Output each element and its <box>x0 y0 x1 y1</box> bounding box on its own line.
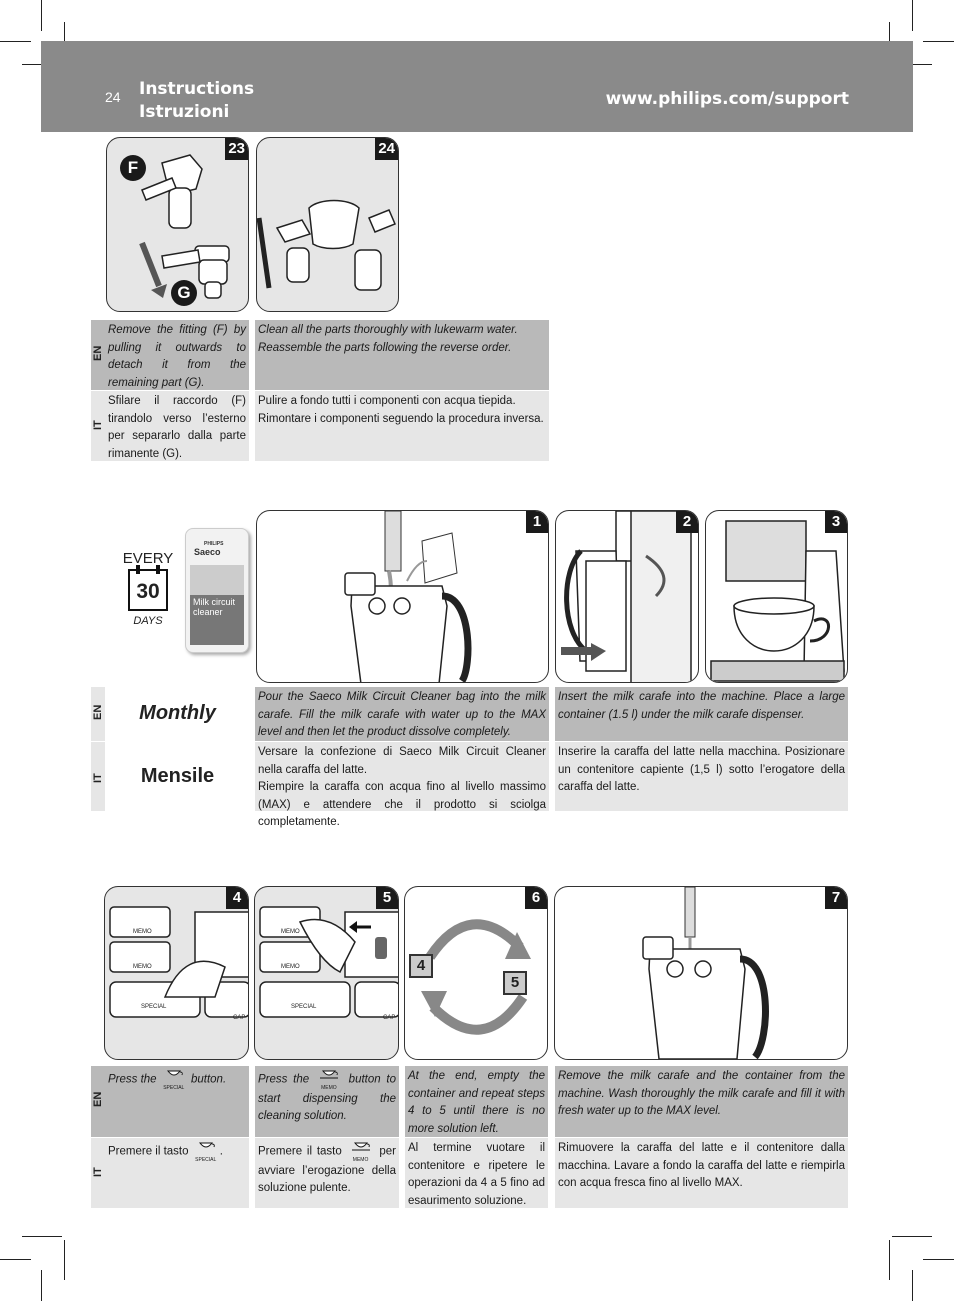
figure-number: 1 <box>526 511 548 533</box>
page-number: 24 <box>105 89 121 105</box>
figure-number: 5 <box>376 887 398 909</box>
memo-label: MEMO <box>281 964 300 970</box>
memo-button-icon: MEMO <box>317 1068 341 1091</box>
crop-mark <box>41 0 42 31</box>
parts-illustration <box>257 199 396 291</box>
figure-number: 3 <box>825 511 847 533</box>
lang-label-en: EN <box>91 320 105 390</box>
lang-label-en: EN <box>91 687 105 741</box>
step-6-text-it: Al termine vuotare il contenitore e ripe… <box>405 1138 548 1208</box>
page-header: 24 Instructions Istruzioni www.philips.c… <box>41 41 913 132</box>
special-button-icon: SPECIAL <box>194 1140 218 1163</box>
figure-5: MEMO MEMO SPECIAL CAP 5 <box>254 886 399 1060</box>
title-it: Istruzioni <box>139 102 230 122</box>
days-number: 30 <box>136 580 160 603</box>
control-panel-illustration <box>109 906 248 1018</box>
carafe-refill-illustration <box>642 887 769 1059</box>
step-23-text-en: Remove the fitting (F) by pulling it out… <box>105 320 249 390</box>
crop-mark <box>912 0 913 31</box>
repeat-loop-arrows <box>421 919 531 1035</box>
title-en: Instructions <box>139 79 255 99</box>
figure-number: 4 <box>226 887 248 909</box>
figure-number: 24 <box>375 138 398 160</box>
every-30-days-calendar: EVERY 30 DAYS <box>118 550 178 635</box>
step-23-text-it: Sfilare il raccordo (F) tirandolo verso … <box>105 391 249 461</box>
step-2-3-text-it: Inserire la caraffa del latte nella macc… <box>555 742 848 811</box>
crop-mark <box>923 1259 954 1260</box>
cap-label: CAP <box>233 1015 246 1021</box>
figure-number: 23 <box>225 138 248 160</box>
lang-label-it: IT <box>91 742 105 811</box>
figure-1: 1 <box>256 510 549 683</box>
calendar-icon: 30 <box>128 565 168 611</box>
saeco-logo: Saeco <box>194 547 221 557</box>
figure-number: 6 <box>525 887 547 909</box>
lang-label-it: IT <box>91 391 105 461</box>
memo-label: MEMO <box>133 964 152 970</box>
figure-23: 23 F G <box>106 137 249 312</box>
figure-6: 4 5 6 <box>404 886 548 1060</box>
crop-mark <box>22 1236 62 1237</box>
label-f: F <box>120 155 146 181</box>
crop-mark <box>892 1236 932 1237</box>
fitting-illustration <box>139 154 230 299</box>
step-7-text-it: Rimuovere la caraffa del latte e il cont… <box>555 1138 848 1208</box>
figure-3: 3 <box>705 510 848 683</box>
control-panel-illustration <box>259 906 398 1018</box>
container-under-dispenser-illustration <box>710 520 845 682</box>
figure-number: 2 <box>676 511 698 533</box>
crop-mark <box>912 1270 913 1301</box>
step-4-box: 4 <box>409 954 433 978</box>
step-4-text-it: Premere il tasto SPECIAL . <box>105 1138 249 1208</box>
frequency-it: Mensile <box>140 765 215 787</box>
crop-mark <box>0 41 31 42</box>
crop-mark <box>923 41 954 42</box>
crop-mark <box>0 1259 31 1260</box>
cap-label: CAP <box>383 1015 396 1021</box>
figure-number: 7 <box>825 887 847 909</box>
page-title: Instructions Istruzioni <box>139 78 254 124</box>
milk-circuit-cleaner-box: PHILIPS Saeco Milk circuit cleaner <box>185 528 249 653</box>
product-label: Milk circuit cleaner <box>190 595 244 645</box>
step-24-text-it: Pulire a fondo tutti i componenti con ac… <box>255 391 549 461</box>
lang-label-en: EN <box>91 1066 105 1137</box>
product-photo <box>190 565 244 595</box>
step-6-text-en: At the end, empty the container and repe… <box>405 1066 548 1137</box>
days-label: DAYS <box>133 615 163 627</box>
lang-label-it: IT <box>91 1138 105 1208</box>
memo-label: MEMO <box>281 929 300 935</box>
step-24-text-en: Clean all the parts thoroughly with luke… <box>255 320 549 390</box>
step-5-box: 5 <box>503 971 527 995</box>
crop-mark <box>41 1270 42 1301</box>
special-label: SPECIAL <box>141 1004 167 1010</box>
crop-mark <box>64 1240 65 1280</box>
frequency-en: Monthly <box>139 702 216 724</box>
step-2-3-text-en: Insert the milk carafe into the machine.… <box>555 687 848 741</box>
brand-name: PHILIPS <box>204 541 224 547</box>
step-5-text-it: Premere il tasto MEMO per avviare l’erog… <box>255 1138 399 1208</box>
every-label: EVERY <box>122 550 174 567</box>
special-label: SPECIAL <box>291 1004 317 1010</box>
step-1-text-en: Pour the Saeco Milk Circuit Cleaner bag … <box>255 687 549 741</box>
step-4-text-en: Press the SPECIAL button. <box>105 1066 249 1137</box>
crop-mark <box>889 1240 890 1280</box>
figure-4: MEMO MEMO SPECIAL CAP 4 <box>104 886 249 1060</box>
step-5-text-en: Press the MEMO button to start dispensin… <box>255 1066 399 1137</box>
label-g: G <box>171 280 197 306</box>
figure-24: 24 <box>256 137 399 312</box>
figure-2: 2 <box>555 510 699 683</box>
fill-carafe-illustration <box>344 511 472 682</box>
memo-button-icon: MEMO <box>349 1140 373 1163</box>
insert-carafe-illustration <box>561 511 692 682</box>
step-7-text-en: Remove the milk carafe and the container… <box>555 1066 848 1137</box>
special-button-icon: SPECIAL <box>162 1068 186 1091</box>
figure-7: 7 <box>554 886 848 1060</box>
support-url: www.philips.com/support <box>605 89 849 109</box>
memo-label: MEMO <box>133 929 152 935</box>
step-1-text-it: Versare la confezione di Saeco Milk Circ… <box>255 742 549 828</box>
